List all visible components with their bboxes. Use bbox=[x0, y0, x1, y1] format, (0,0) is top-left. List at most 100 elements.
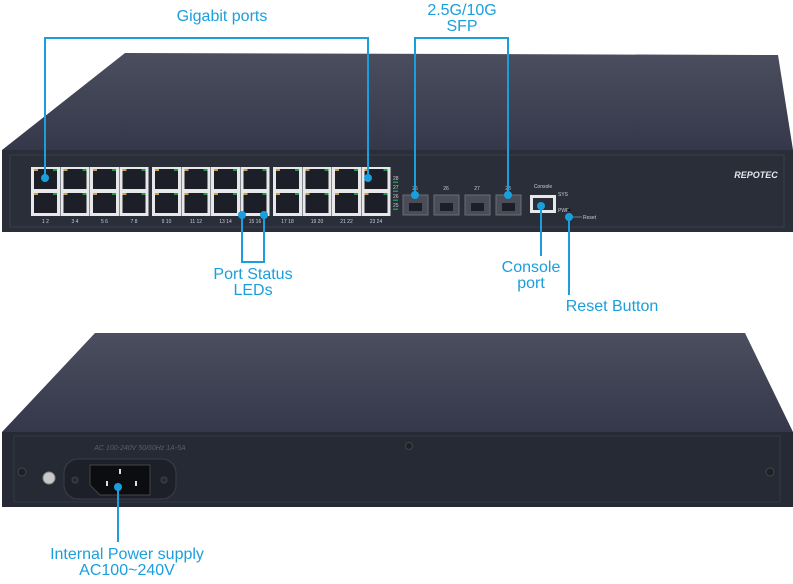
port-led-link bbox=[335, 169, 339, 171]
callout-dots bbox=[41, 174, 573, 491]
rj45-port[interactable] bbox=[34, 193, 57, 213]
sfp-cage bbox=[471, 203, 484, 211]
port-number-label: 17 18 bbox=[281, 219, 294, 225]
sfp-number-label: 26 bbox=[443, 186, 449, 192]
port-led-activity bbox=[112, 169, 116, 171]
callout-sfp: 2.5G/10G SFP bbox=[427, 3, 496, 35]
port-led-link bbox=[122, 169, 127, 171]
port-led-link bbox=[122, 193, 127, 195]
callout-console-port: Console port bbox=[502, 260, 561, 292]
port-number-label: 5 6 bbox=[101, 219, 108, 225]
port-led-activity bbox=[354, 169, 358, 171]
brand-logo: REPOTEC bbox=[734, 170, 778, 180]
rj45-port[interactable] bbox=[364, 169, 388, 189]
rj45-port[interactable] bbox=[243, 169, 267, 189]
port-led-activity bbox=[82, 169, 87, 171]
reset-button[interactable] bbox=[567, 208, 571, 212]
port-number-label: 15 16 bbox=[249, 219, 262, 225]
port-led-link bbox=[34, 169, 38, 171]
rj45-port[interactable] bbox=[364, 193, 388, 213]
callout-lines bbox=[44, 37, 570, 542]
port-led-activity bbox=[53, 169, 57, 171]
rj45-port[interactable] bbox=[155, 169, 178, 189]
sfp-cage bbox=[502, 203, 515, 211]
sfp-cage bbox=[440, 203, 453, 211]
port-led-link bbox=[364, 169, 369, 171]
callout-reset-button: Reset Button bbox=[565, 298, 659, 315]
power-rating-label: AC 100-240V 50/60Hz 1A-5A bbox=[93, 445, 186, 452]
rj45-port[interactable] bbox=[276, 193, 299, 213]
port-led-activity bbox=[174, 193, 178, 195]
port-led-activity bbox=[112, 193, 116, 195]
callout-console-line2: port bbox=[517, 275, 545, 292]
callout-power-line1: Internal Power supply bbox=[50, 546, 204, 563]
callout-sfp-line2: SFP bbox=[446, 18, 478, 35]
port-led-link bbox=[63, 169, 68, 171]
callout-leds-line2: LEDs bbox=[233, 282, 273, 299]
port-led-activity bbox=[295, 193, 299, 195]
power-inlet[interactable] bbox=[89, 464, 151, 496]
port-led-activity bbox=[141, 193, 146, 195]
sfp-led-label: 26 bbox=[393, 194, 399, 200]
port-led-activity bbox=[295, 169, 299, 171]
callout-gigabit-ports: Gigabit ports bbox=[176, 8, 268, 25]
sfp-led bbox=[393, 181, 398, 183]
port-led-link bbox=[243, 193, 248, 195]
port-led-link bbox=[34, 193, 38, 195]
port-led-link bbox=[305, 169, 310, 171]
front-unit-top bbox=[2, 53, 793, 150]
rj45-port[interactable] bbox=[305, 169, 329, 189]
port-led-activity bbox=[262, 193, 267, 195]
rj45-port[interactable] bbox=[335, 169, 358, 189]
rj45-port[interactable] bbox=[305, 193, 329, 213]
port-led-activity bbox=[203, 169, 208, 171]
port-number-label: 13 14 bbox=[219, 219, 232, 225]
rj45-port[interactable] bbox=[63, 169, 87, 189]
rj45-port[interactable] bbox=[276, 169, 299, 189]
rj45-port[interactable] bbox=[184, 193, 208, 213]
port-led-activity bbox=[354, 193, 358, 195]
sfp-led-label: 28 bbox=[393, 176, 399, 182]
sfp-led-label: 27 bbox=[393, 185, 399, 191]
callout-port-status-leds: Port Status LEDs bbox=[213, 267, 292, 299]
rj45-port[interactable] bbox=[243, 193, 267, 213]
rj45-port[interactable] bbox=[93, 193, 116, 213]
port-led-link bbox=[93, 169, 97, 171]
callout-sfp-line1: 2.5G/10G bbox=[427, 2, 497, 19]
port-led-link bbox=[184, 193, 189, 195]
rj45-port[interactable] bbox=[93, 169, 116, 189]
callout-power-line2: AC100~240V bbox=[79, 562, 175, 579]
port-led-activity bbox=[233, 193, 237, 195]
port-number-label: 9 10 bbox=[162, 219, 172, 225]
rj45-port[interactable] bbox=[63, 193, 87, 213]
port-number-label: 23 24 bbox=[370, 219, 383, 225]
callout-leds-line1: Port Status bbox=[213, 266, 293, 283]
sfp-led bbox=[393, 208, 398, 210]
sfp-led bbox=[393, 190, 398, 192]
port-led-link bbox=[276, 193, 280, 195]
ground-screw bbox=[42, 471, 56, 485]
port-number-label: 21 22 bbox=[340, 219, 353, 225]
port-led-activity bbox=[203, 193, 208, 195]
port-led-link bbox=[93, 193, 97, 195]
port-led-link bbox=[305, 193, 310, 195]
port-led-activity bbox=[82, 193, 87, 195]
port-led-link bbox=[243, 169, 248, 171]
port-led-activity bbox=[324, 169, 329, 171]
port-led-link bbox=[335, 193, 339, 195]
port-led-link bbox=[276, 169, 280, 171]
rj45-port[interactable] bbox=[184, 169, 208, 189]
rj45-port[interactable] bbox=[122, 169, 146, 189]
rj45-port[interactable] bbox=[335, 193, 358, 213]
pwr-led-label: PWR bbox=[558, 208, 570, 214]
rj45-port[interactable] bbox=[214, 193, 237, 213]
callout-power-supply: Internal Power supply AC100~240V bbox=[50, 547, 204, 579]
rj45-port[interactable] bbox=[214, 169, 237, 189]
rj45-port[interactable] bbox=[122, 193, 146, 213]
port-led-activity bbox=[233, 169, 237, 171]
reset-label: Reset bbox=[583, 215, 597, 221]
port-led-activity bbox=[383, 193, 388, 195]
rj45-port[interactable] bbox=[155, 193, 178, 213]
